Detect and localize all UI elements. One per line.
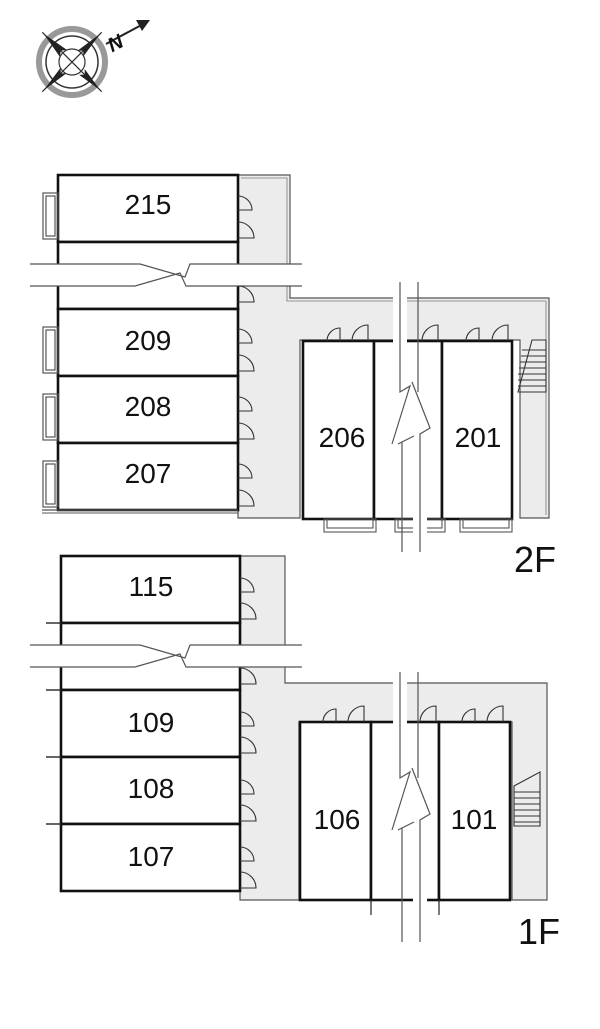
- unit-block-206: [301, 339, 376, 521]
- floor-1f-plan: [30, 554, 548, 942]
- floor-2f-plan: [30, 173, 550, 552]
- unit-block-115: [59, 554, 242, 625]
- unit-label-207: 207: [125, 458, 172, 489]
- unit-label-107: 107: [128, 841, 175, 872]
- unit-label-209: 209: [125, 325, 172, 356]
- corridor-2f: [237, 174, 550, 519]
- floor-label-1f: 1F: [518, 911, 560, 952]
- unit-block-208: [56, 374, 240, 445]
- unit-block-215: [56, 173, 240, 244]
- unit-label-115: 115: [129, 571, 174, 602]
- unit-label-206: 206: [319, 422, 366, 453]
- unit-block-108: [59, 755, 242, 826]
- unit-block-207: [56, 441, 240, 512]
- unit-block-209: [56, 307, 240, 378]
- unit-block-109: [59, 688, 242, 759]
- staircase-1f-icon: [513, 771, 541, 827]
- corridor-1f: [239, 555, 548, 901]
- staircase-2f-icon: [517, 339, 547, 393]
- unit-label-106: 106: [314, 804, 361, 835]
- unit-label-208: 208: [125, 391, 172, 422]
- unit-label-201: 201: [455, 422, 502, 453]
- unit-block-201: [440, 339, 514, 521]
- unit-label-101: 101: [451, 804, 498, 835]
- unit-label-109: 109: [128, 707, 175, 738]
- unit-label-215: 215: [125, 189, 172, 220]
- unit-label-108: 108: [128, 773, 175, 804]
- north-arrow-compass-icon: [36, 20, 150, 98]
- floor-label-2f: 2F: [514, 539, 556, 580]
- unit-block-107: [59, 822, 242, 893]
- unit-block-106: [298, 720, 373, 902]
